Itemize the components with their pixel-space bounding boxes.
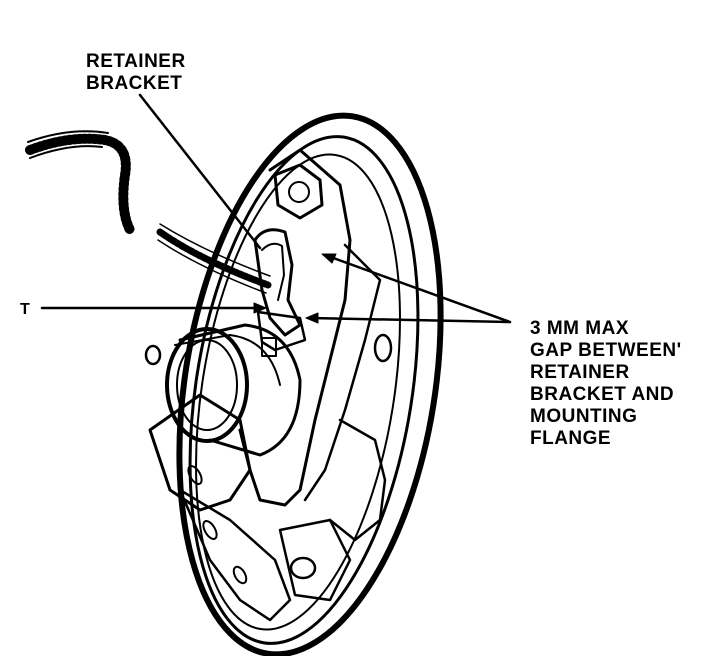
leader-gap-lower xyxy=(310,318,510,322)
label-line: FLANGE xyxy=(530,428,612,449)
right-web xyxy=(330,420,385,540)
label-line: RETAINER xyxy=(530,362,630,383)
left-callout-mark: T xyxy=(20,301,31,318)
wheel-cylinder-face xyxy=(167,329,247,441)
arrow-gap-upper xyxy=(322,254,336,263)
anchor-plate xyxy=(240,150,350,505)
retainer-bracket-label: RETAINER BRACKET xyxy=(86,51,186,95)
wheel-cylinder-body xyxy=(180,325,300,455)
label-line: BRACKET xyxy=(86,73,183,94)
clip-tab xyxy=(262,338,276,356)
hole-bottom xyxy=(291,558,315,578)
arrow-left xyxy=(254,303,266,313)
bottom-boss xyxy=(280,520,350,600)
leader-retainer-bracket xyxy=(140,95,260,248)
sensor-wire-outline xyxy=(28,131,108,158)
slot-left-c xyxy=(231,565,249,586)
slot-left-a xyxy=(186,464,205,486)
arrow-gap-lower xyxy=(306,313,318,323)
backing-plate-inner-rim xyxy=(157,120,450,656)
anchor-plate-edge xyxy=(305,245,380,500)
mounting-nut-center xyxy=(289,182,309,202)
label-line: RETAINER xyxy=(86,51,186,72)
hole-left xyxy=(146,346,160,364)
label-line: GAP BETWEEN' xyxy=(530,340,682,361)
wheel-cylinder-side xyxy=(175,335,280,385)
lower-boss xyxy=(150,395,250,510)
sensor-wire xyxy=(160,232,268,285)
lower-flange xyxy=(180,490,290,620)
gap-note-label: 3 MM MAX GAP BETWEEN' RETAINER BRACKET A… xyxy=(530,318,682,450)
label-line: BRACKET AND xyxy=(530,384,675,405)
retainer-bracket xyxy=(255,230,300,335)
label-line: 3 MM MAX xyxy=(530,318,629,339)
bracket-clip xyxy=(258,312,305,350)
leader-gap-upper xyxy=(325,255,510,322)
hole-right xyxy=(375,335,391,361)
sensor-wire-edge xyxy=(158,224,270,293)
label-line: MOUNTING xyxy=(530,406,638,427)
backing-plate-face xyxy=(166,140,431,644)
backing-plate-outer-rim xyxy=(144,97,476,656)
retainer-bracket-inner xyxy=(262,244,284,300)
slot-left-b xyxy=(201,519,220,541)
sensor-wire-coil xyxy=(30,139,130,230)
mounting-nut xyxy=(275,165,322,218)
